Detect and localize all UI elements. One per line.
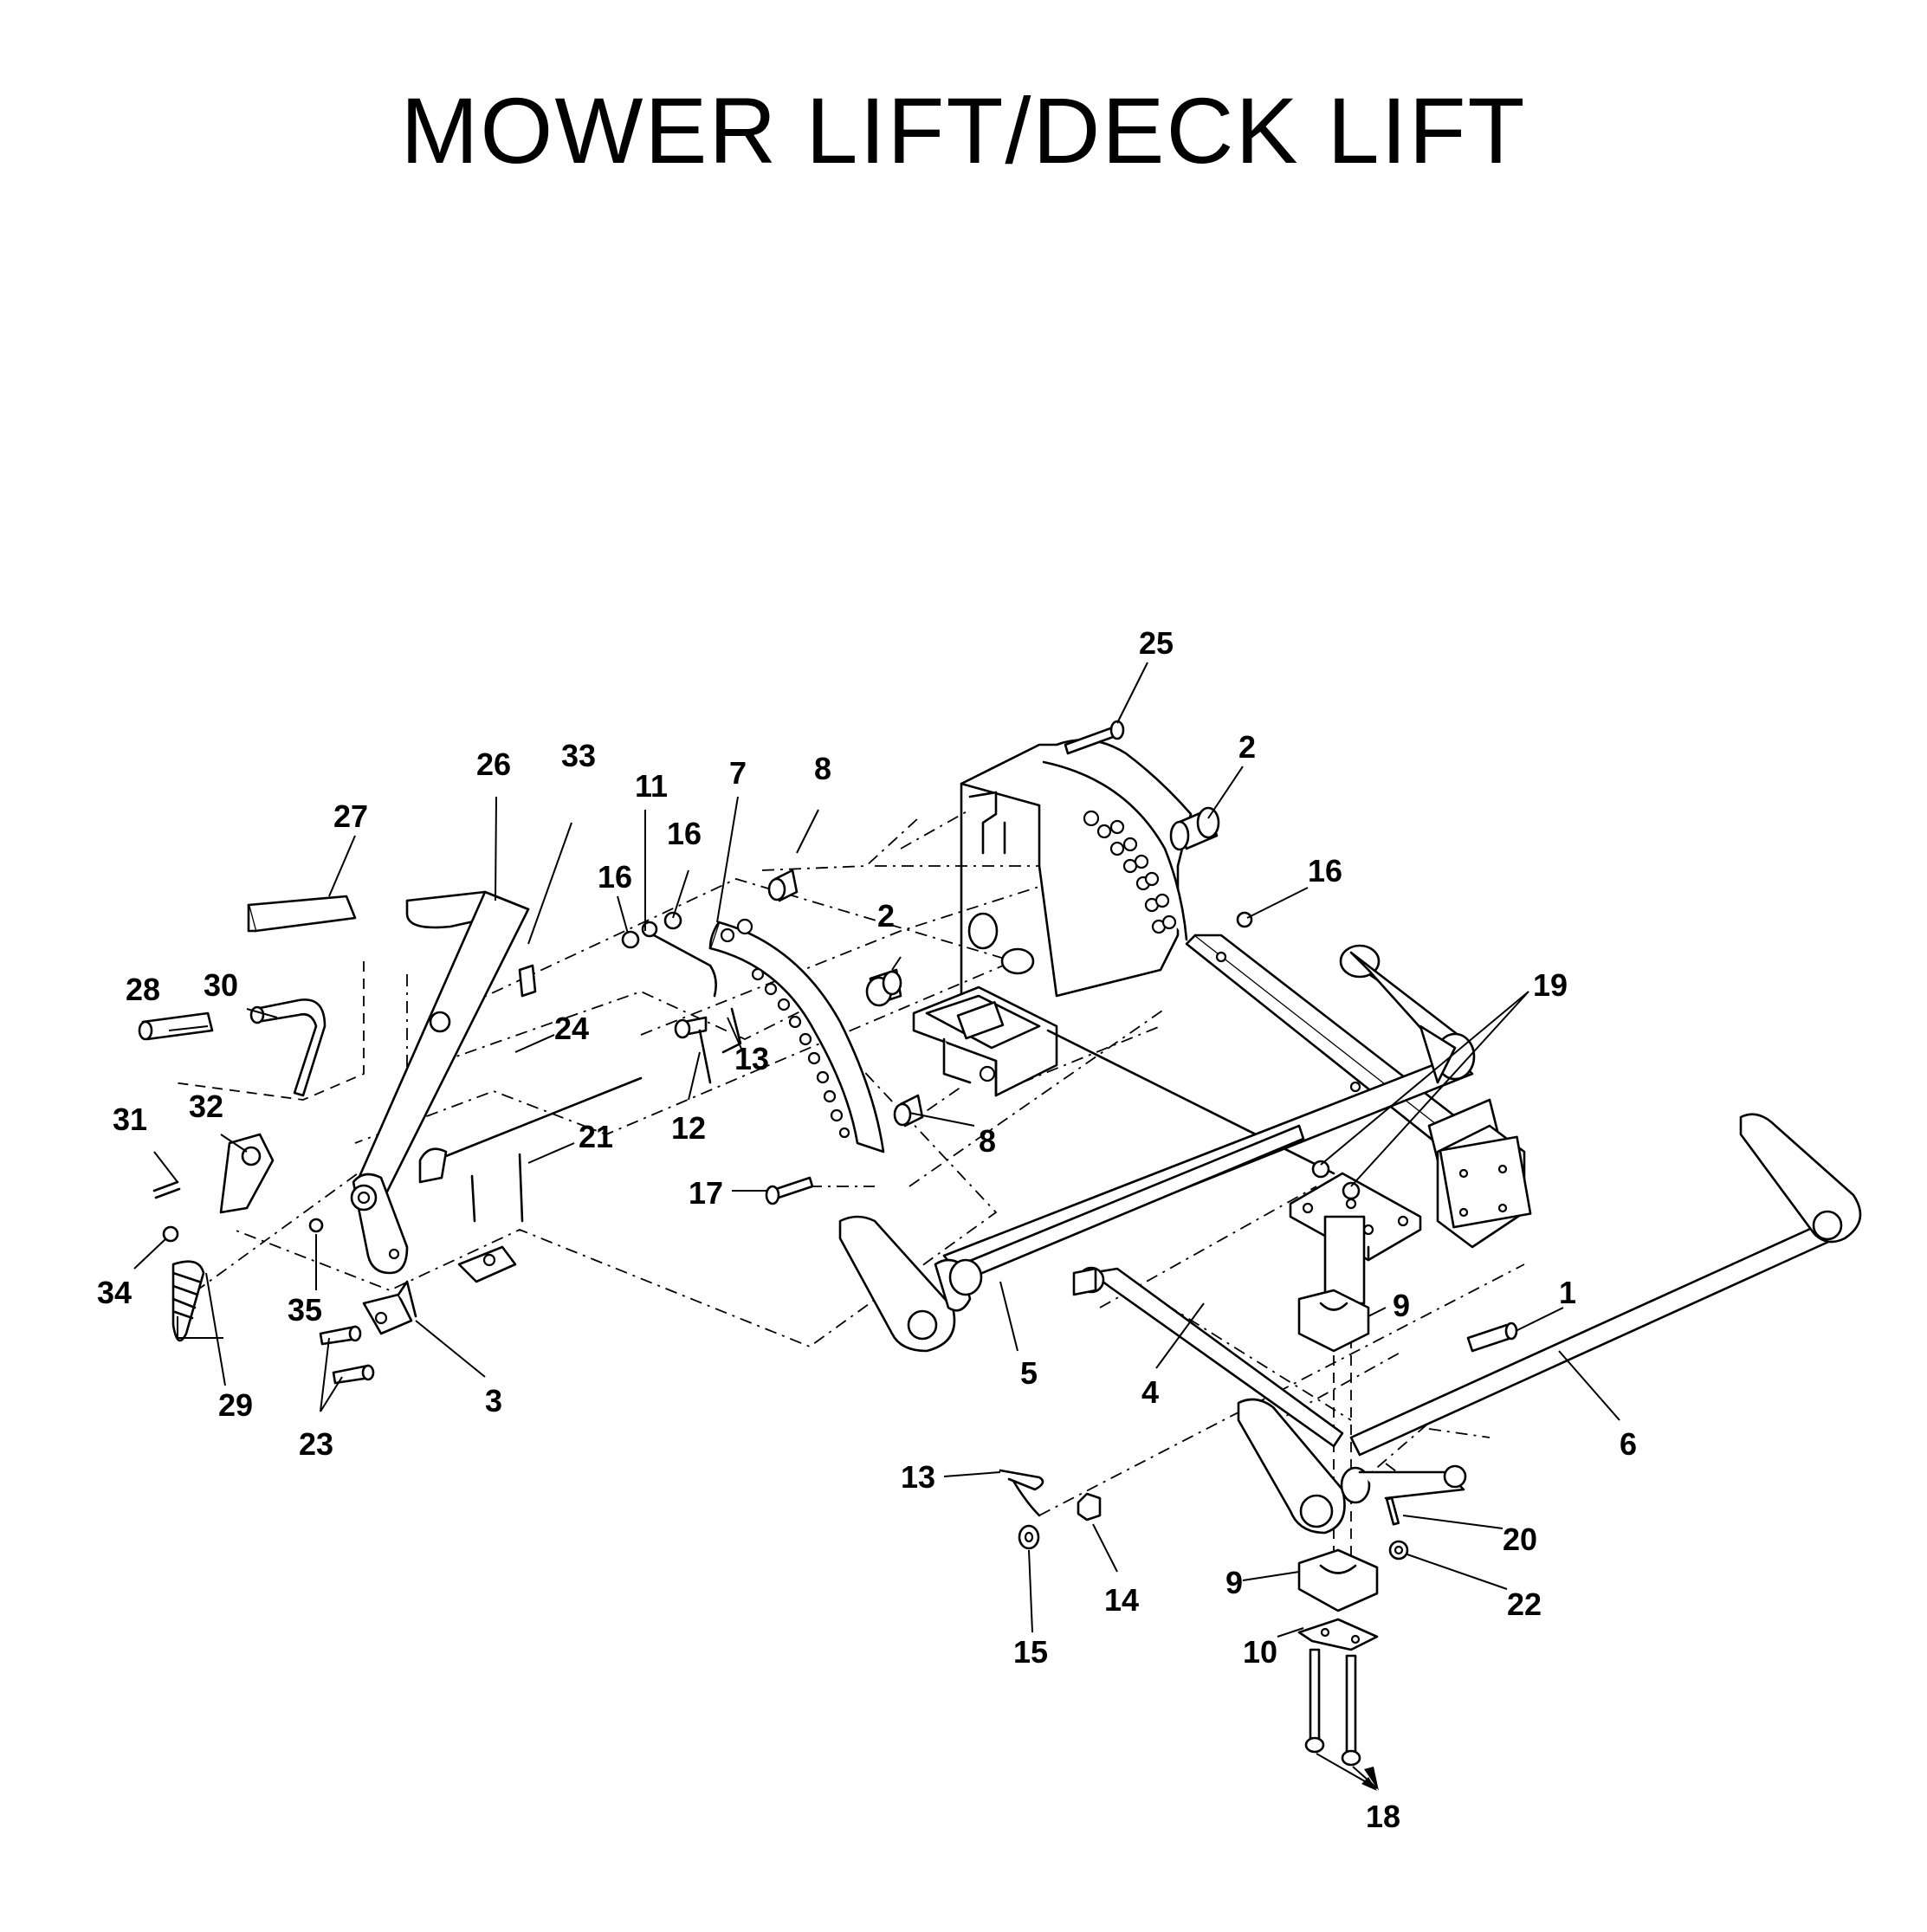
callout-13: 13 (734, 1041, 769, 1076)
callout-8: 8 (814, 751, 831, 786)
rear-shaft-tube (1237, 1113, 1862, 1535)
callout-12: 12 (671, 1110, 706, 1146)
quadrant-hardware (621, 911, 1253, 1084)
part-callouts: 25 2 26 33 11 7 8 27 16 16 2 16 28 30 24… (97, 625, 1637, 1834)
callout-33: 33 (561, 738, 596, 773)
leader-lines (133, 662, 1620, 1789)
callout-16: 16 (1308, 853, 1342, 888)
callout-29: 29 (218, 1387, 253, 1423)
callout-35: 35 (288, 1292, 322, 1328)
callout-16: 16 (598, 859, 632, 895)
callout-32: 32 (189, 1089, 223, 1124)
page-title: MOWER LIFT/DECK LIFT (400, 78, 1527, 183)
callout-3: 3 (485, 1383, 502, 1418)
callout-31: 31 (113, 1102, 147, 1137)
callout-22: 22 (1507, 1586, 1542, 1622)
callout-24: 24 (554, 1011, 589, 1046)
pedal-arm-assembly (247, 890, 643, 1275)
leader-arrowheads (1361, 1767, 1379, 1791)
bushings (767, 806, 1220, 1128)
callout-11: 11 (635, 768, 668, 804)
callout-19: 19 (1533, 967, 1568, 1003)
callout-25: 25 (1139, 625, 1174, 661)
lift-frame-arm (1046, 934, 1532, 1249)
callout-13: 13 (901, 1459, 935, 1495)
pivot-bolts (765, 720, 1125, 1205)
callout-6: 6 (1620, 1426, 1637, 1462)
callout-7: 7 (729, 755, 747, 791)
callout-20: 20 (1503, 1522, 1537, 1557)
callout-15: 15 (1013, 1634, 1048, 1670)
pivot-bracket-block (912, 985, 1058, 1097)
right-hardware (999, 1321, 1518, 1560)
front-lift-shaft (838, 1124, 1305, 1353)
callout-17: 17 (689, 1175, 723, 1211)
callout-1: 1 (1559, 1275, 1576, 1310)
callout-14: 14 (1104, 1582, 1139, 1618)
callout-9: 9 (1225, 1565, 1243, 1600)
callout-18: 18 (1366, 1799, 1400, 1834)
callout-26: 26 (476, 746, 511, 782)
callout-23: 23 (299, 1426, 333, 1462)
callout-28: 28 (126, 972, 160, 1007)
callout-2: 2 (1238, 729, 1256, 765)
mounting-plate (1289, 1160, 1422, 1305)
callout-21: 21 (579, 1119, 613, 1154)
callout-30: 30 (204, 967, 238, 1003)
callout-10: 10 (1243, 1634, 1277, 1670)
trunnion-blocks (1297, 1289, 1379, 1651)
callout-16: 16 (667, 816, 702, 851)
callout-34: 34 (97, 1275, 132, 1310)
callout-9: 9 (1393, 1288, 1410, 1323)
callout-8: 8 (979, 1123, 996, 1159)
clevis-brackets (308, 1153, 524, 1385)
height-quadrant (708, 918, 885, 1153)
callout-5: 5 (1020, 1355, 1038, 1391)
lift-quadrant-plate (960, 739, 1193, 998)
deck-bolts (1304, 1648, 1361, 1767)
lever-handle-parts (138, 998, 327, 1342)
callout-4: 4 (1141, 1374, 1159, 1410)
connecting-rod (1072, 1266, 1344, 1448)
callout-27: 27 (333, 798, 368, 834)
callout-2: 2 (877, 898, 895, 934)
